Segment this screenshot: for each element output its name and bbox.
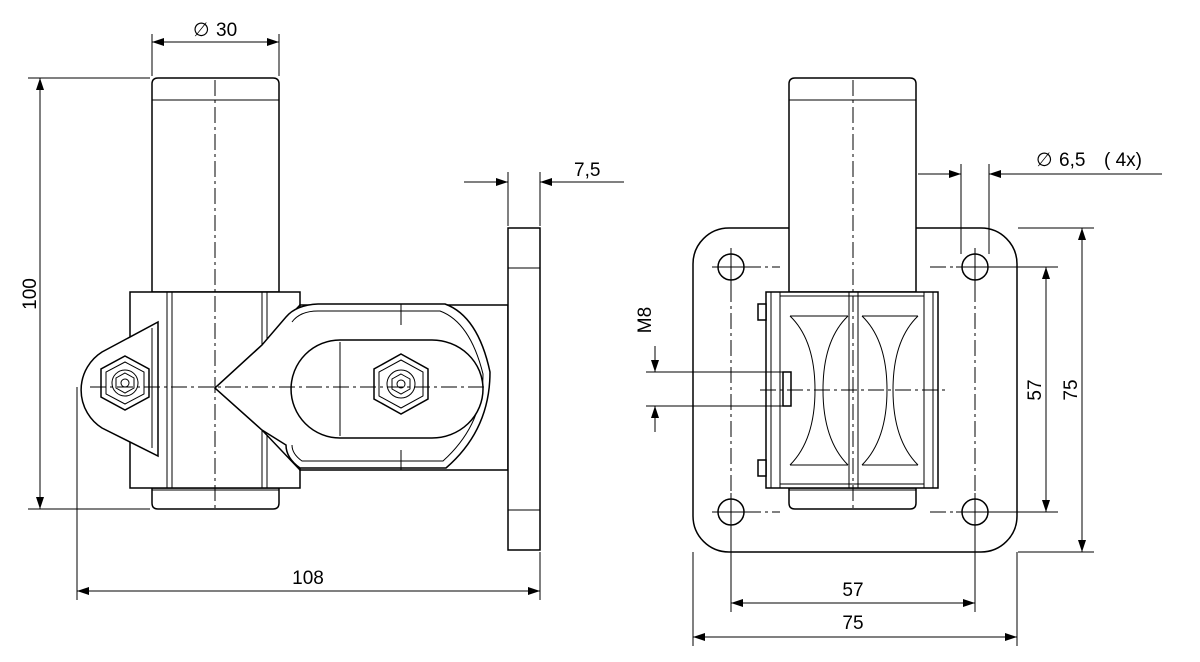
dim-vertical-57: 57 xyxy=(990,266,1058,513)
dim-vertical-75-label: 75 xyxy=(1061,379,1082,400)
dim-diameter-30: ∅ 30 xyxy=(151,20,280,76)
hole-top-left xyxy=(712,248,750,286)
hole-bottom-right xyxy=(956,493,994,531)
dim-vertical-75: 75 xyxy=(1018,227,1094,553)
shaft xyxy=(151,77,280,510)
dim-diameter-30-label: 30 xyxy=(216,20,237,41)
dim-hole-6-5-label: 6,5 xyxy=(1059,150,1085,171)
dim-length-100: 100 xyxy=(20,77,150,510)
dim-horizontal-75-label: 75 xyxy=(842,613,863,634)
dim-horizontal-75: 75 xyxy=(692,552,1018,646)
hole-bottom-left xyxy=(712,493,750,531)
dim-diameter-symbol: ∅ xyxy=(193,20,210,41)
dim-horizontal-57-label: 57 xyxy=(842,580,863,601)
right-hex-nut xyxy=(373,353,429,415)
dim-thickness-7-5-label: 7,5 xyxy=(574,160,600,181)
side-view: ∅ 30 100 7,5 108 xyxy=(20,20,624,600)
front-view: ∅ 6,5 ( 4x) M8 57 75 xyxy=(635,77,1162,646)
dim-hole-count-label: ( 4x) xyxy=(1104,150,1142,171)
hole-top-right xyxy=(956,248,994,286)
dim-thread-m8: M8 xyxy=(635,307,783,432)
dim-horizontal-57: 57 xyxy=(730,530,976,612)
left-hex-nut xyxy=(100,355,150,411)
dim-length-108-label: 108 xyxy=(292,568,324,589)
dim-hole-diameter-symbol: ∅ xyxy=(1036,150,1053,171)
dim-vertical-57-label: 57 xyxy=(1025,379,1046,400)
mounting-plate-side xyxy=(507,227,541,551)
dim-thread-m8-label: M8 xyxy=(635,307,656,333)
dim-length-100-label: 100 xyxy=(20,278,41,310)
dim-length-108: 108 xyxy=(76,387,541,600)
dim-thickness-7-5: 7,5 xyxy=(464,160,624,226)
dim-hole-6-5: ∅ 6,5 ( 4x) xyxy=(918,150,1162,254)
mounting-holes xyxy=(712,248,994,531)
